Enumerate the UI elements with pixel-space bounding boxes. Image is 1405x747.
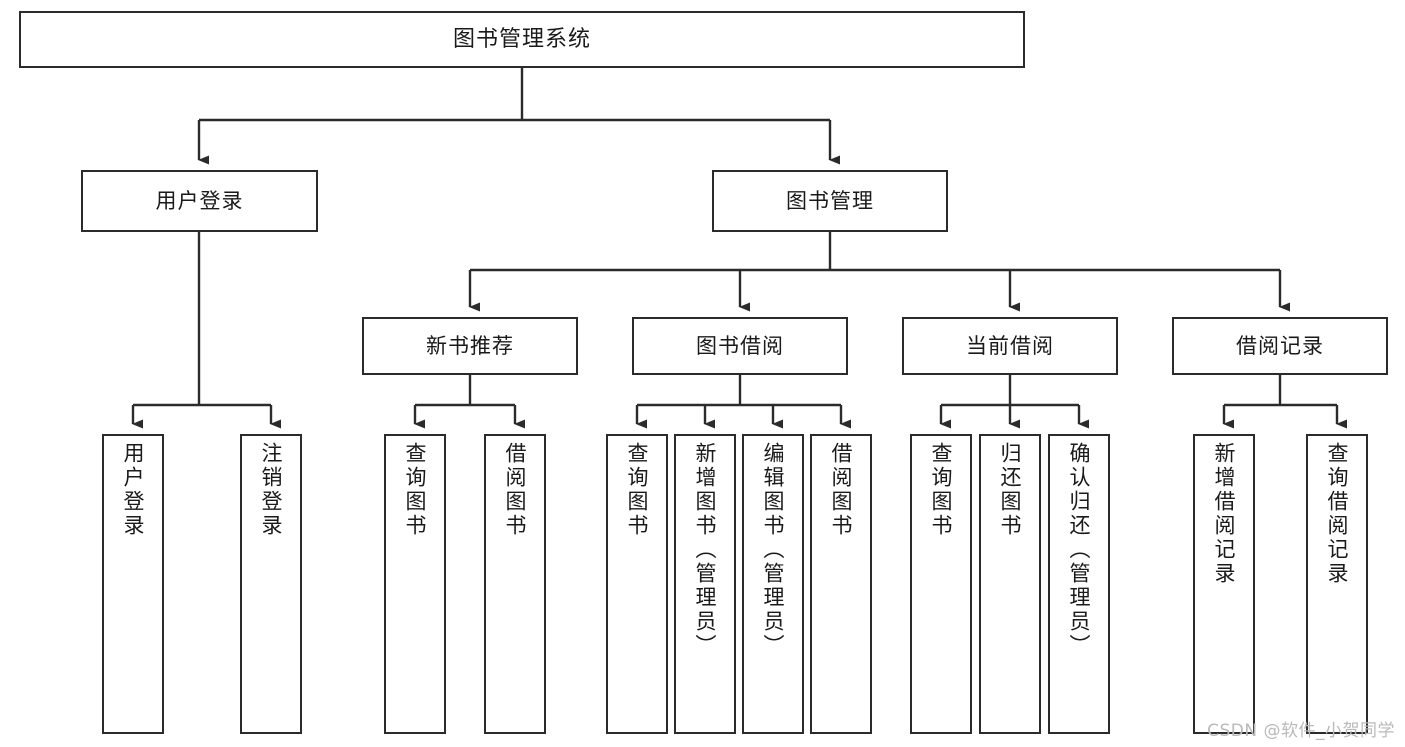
node-label: 查询图书: [929, 442, 954, 538]
node-book-management[interactable]: 图书管理: [712, 170, 948, 232]
leaf-user-login[interactable]: 用户登录: [102, 434, 164, 734]
node-label: 注销登录: [259, 442, 284, 538]
node-label: 用户登录: [155, 188, 244, 213]
node-label: 查询图书: [403, 442, 428, 538]
edges-book-manage-to-level3: [468, 232, 1290, 312]
leaf-edit-book-admin[interactable]: 编辑图书（管理员）: [742, 434, 804, 734]
node-label: 借阅图书: [503, 442, 528, 538]
leaf-borrow-book-new[interactable]: 借阅图书: [484, 434, 546, 734]
node-root-system[interactable]: 图书管理系统: [19, 11, 1025, 68]
leaf-query-borrow-record[interactable]: 查询借阅记录: [1306, 434, 1368, 734]
edges-borrow-record-leaves: [1222, 375, 1347, 429]
node-label: 新增借阅记录: [1212, 442, 1237, 586]
edges-new-book-leaves: [413, 375, 525, 429]
node-book-borrow[interactable]: 图书借阅: [632, 317, 848, 375]
edges-current-borrow-leaves: [939, 375, 1089, 429]
node-label: 归还图书: [998, 442, 1023, 538]
node-label: 新增图书（管理员）: [693, 442, 718, 658]
edges-root-to-level2: [197, 68, 840, 165]
node-label: 借阅图书: [829, 442, 854, 538]
edges-user-login-leaves: [131, 232, 281, 429]
leaf-add-book-admin[interactable]: 新增图书（管理员）: [674, 434, 736, 734]
node-label: 当前借阅: [966, 333, 1054, 358]
leaf-borrow-book[interactable]: 借阅图书: [810, 434, 872, 734]
leaf-logout[interactable]: 注销登录: [240, 434, 302, 734]
node-label: 借阅记录: [1236, 333, 1324, 358]
leaf-query-book-current[interactable]: 查询图书: [910, 434, 972, 734]
node-label: 图书管理系统: [452, 26, 591, 52]
leaf-query-book-borrow[interactable]: 查询图书: [606, 434, 668, 734]
node-new-book-recommend[interactable]: 新书推荐: [362, 317, 578, 375]
node-current-borrow[interactable]: 当前借阅: [902, 317, 1118, 375]
edges-book-borrow-leaves: [635, 375, 851, 429]
node-label: 新书推荐: [426, 333, 514, 358]
leaf-return-book[interactable]: 归还图书: [979, 434, 1041, 734]
node-label: 查询借阅记录: [1325, 442, 1350, 586]
leaf-confirm-return-admin[interactable]: 确认归还（管理员）: [1048, 434, 1110, 734]
leaf-query-book-new[interactable]: 查询图书: [384, 434, 446, 734]
node-label: 查询图书: [625, 442, 650, 538]
node-label: 图书借阅: [696, 333, 784, 358]
node-label: 确认归还（管理员）: [1067, 442, 1092, 658]
leaf-add-borrow-record[interactable]: 新增借阅记录: [1193, 434, 1255, 734]
node-label: 图书管理: [786, 188, 874, 213]
node-user-login[interactable]: 用户登录: [81, 170, 318, 232]
node-label: 编辑图书（管理员）: [761, 442, 786, 658]
node-label: 用户登录: [121, 442, 146, 538]
node-borrow-record[interactable]: 借阅记录: [1172, 317, 1388, 375]
